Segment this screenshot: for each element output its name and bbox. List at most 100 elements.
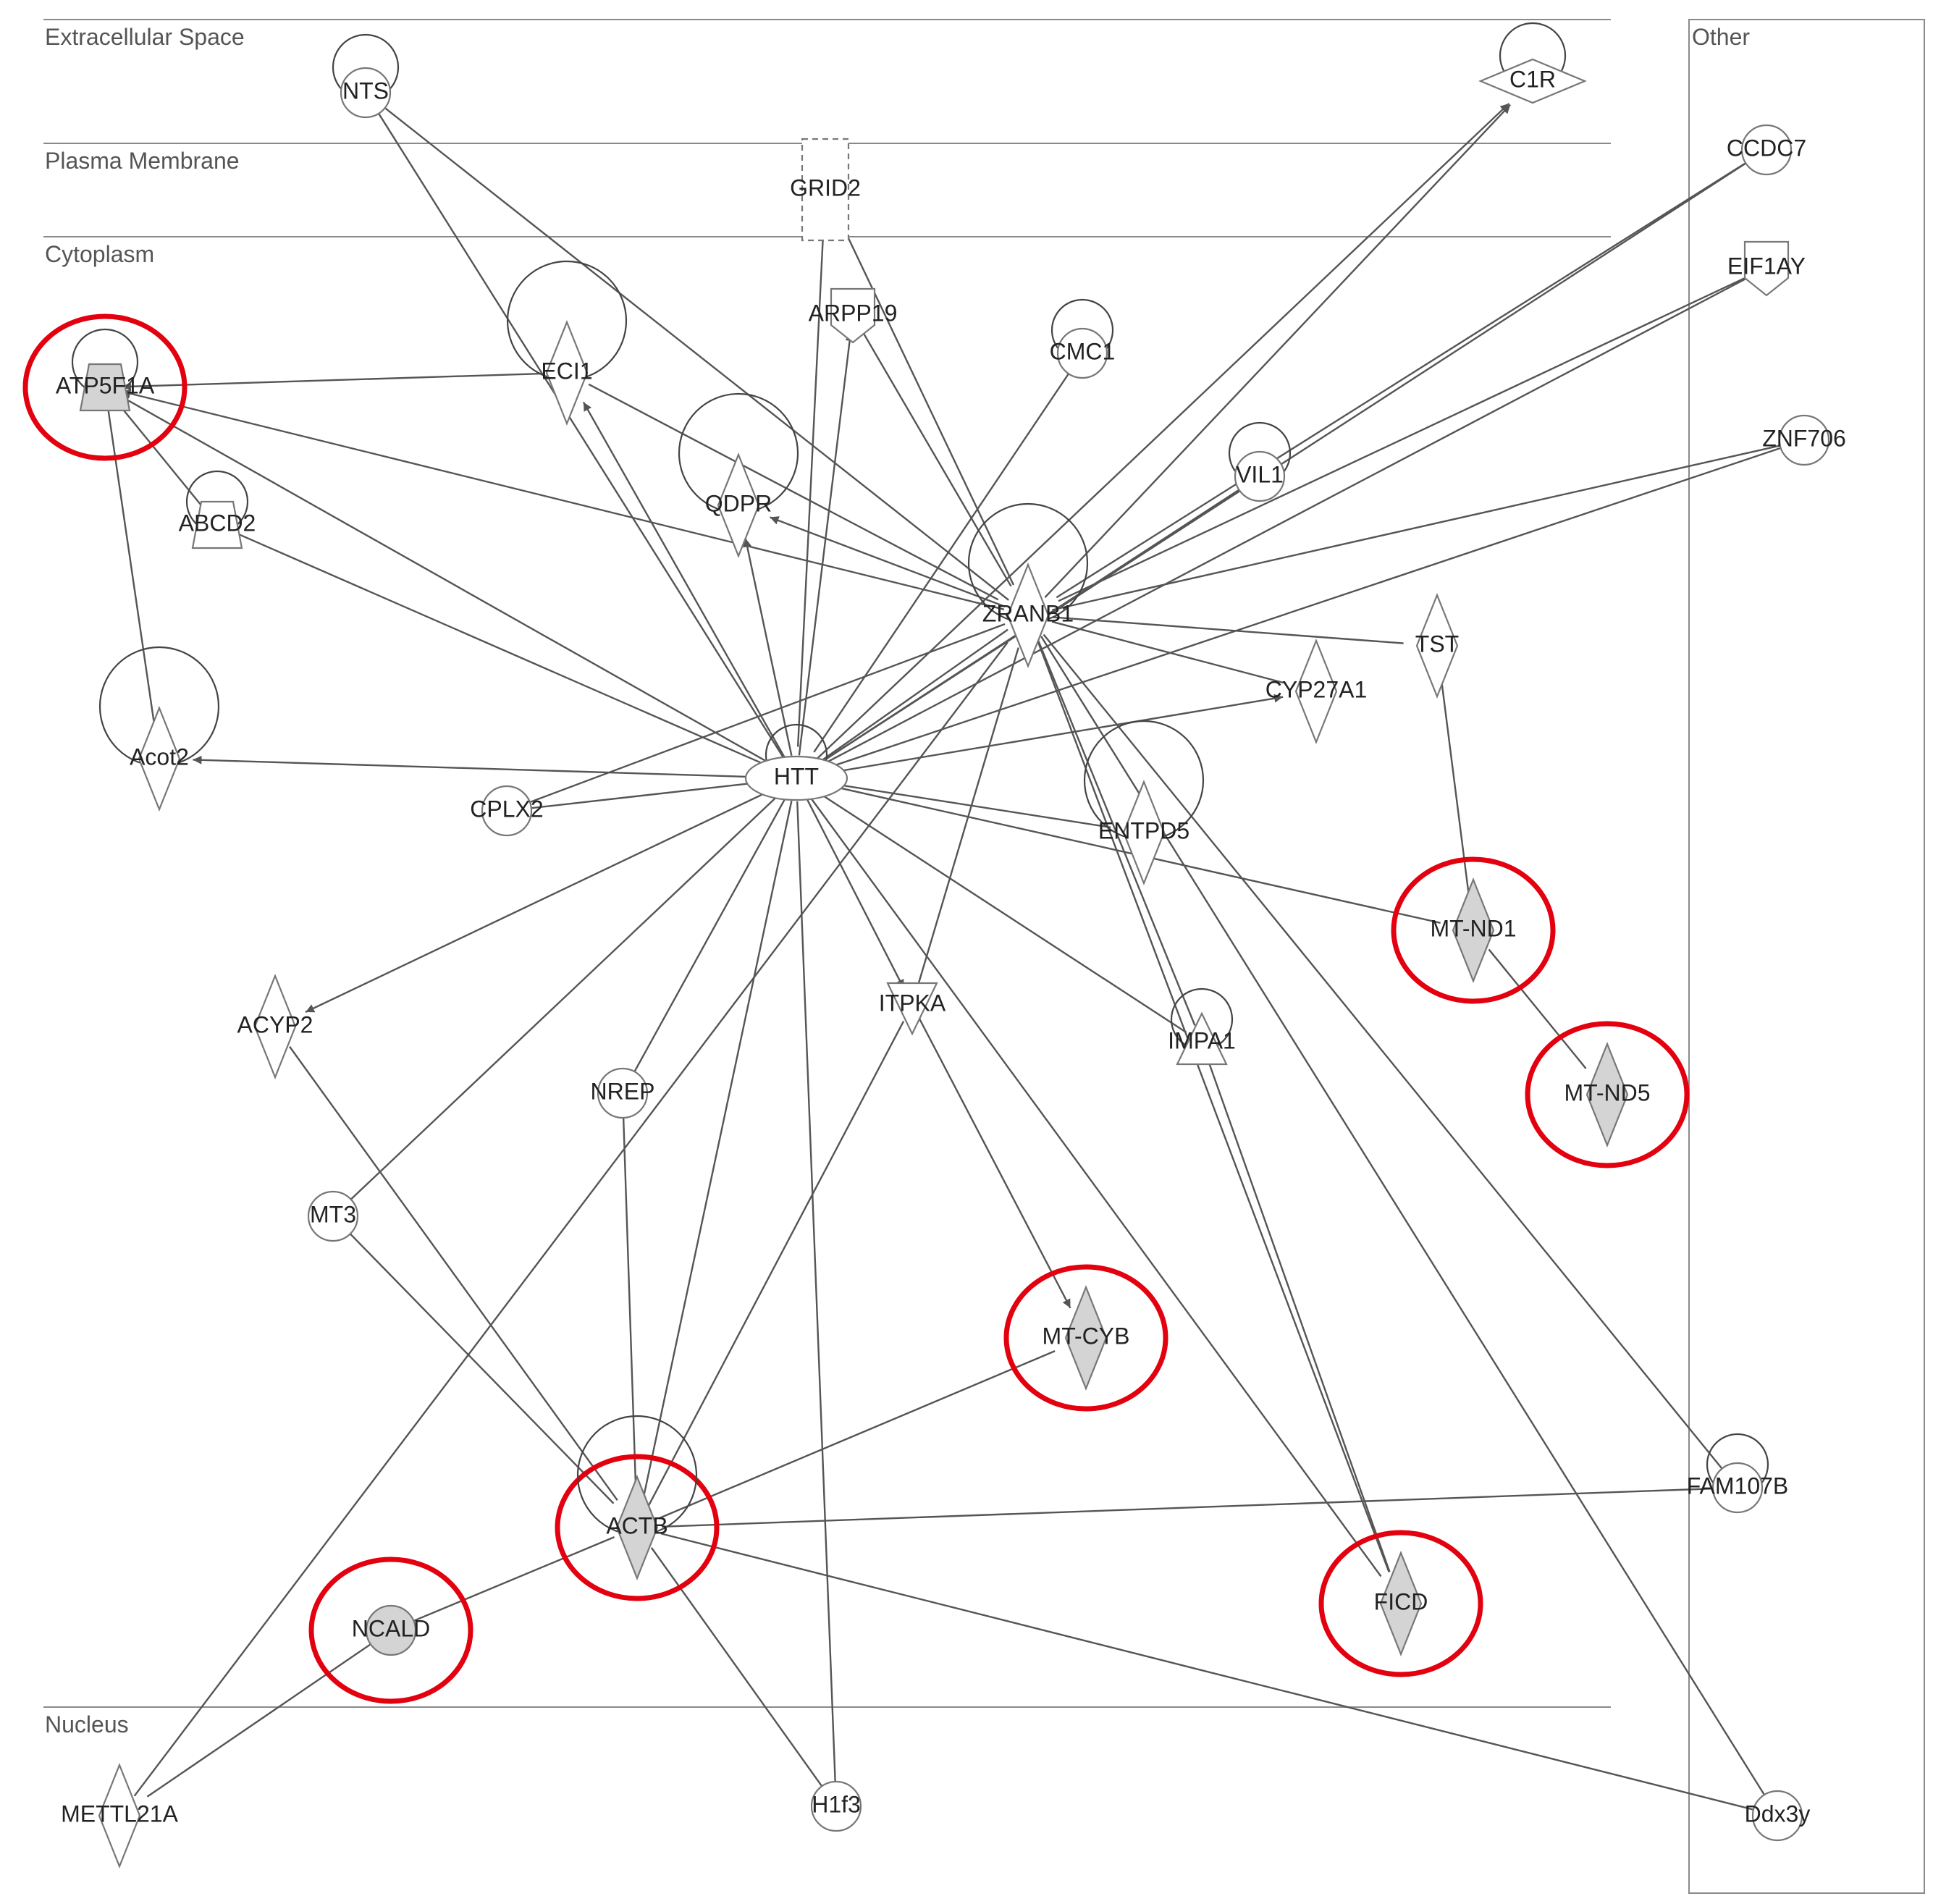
node-znf706[interactable]: ZNF706: [1762, 414, 1846, 466]
node-htt[interactable]: HTT: [744, 723, 848, 801]
node-acot2[interactable]: Acot2: [98, 646, 220, 812]
node-atp5f1a[interactable]: ATP5F1A: [56, 328, 155, 412]
node-ficd[interactable]: FICD: [1374, 1551, 1428, 1656]
edge-htt-itpka: [806, 798, 905, 989]
edge-htt-h1f3: [796, 801, 837, 1790]
node-shape: [1234, 450, 1286, 502]
node-eci1[interactable]: ECI1: [506, 260, 628, 426]
edge-abcd2-htt: [228, 528, 768, 767]
node-label: ITPKA: [879, 990, 946, 1016]
edge-zranb1-htt: [821, 628, 1008, 761]
node-cyp27a1[interactable]: CYP27A1: [1265, 639, 1368, 744]
node-label: GRID2: [790, 174, 861, 201]
edge-actb-fam107b: [662, 1487, 1722, 1528]
node-zranb1[interactable]: ZRANB1: [967, 502, 1089, 668]
edge-htt-ficd: [809, 796, 1382, 1577]
edge-abcd2-atp5f1a: [115, 400, 210, 516]
node-label: ARPP19: [809, 300, 898, 326]
edge-htt-c1r: [812, 103, 1510, 763]
node-ncald[interactable]: NCALD: [352, 1604, 430, 1656]
edge-zranb1-nts: [377, 101, 1009, 601]
node-shape: [1176, 1011, 1228, 1066]
node-fam107b[interactable]: FAM107B: [1687, 1433, 1789, 1514]
node-mt-nd5[interactable]: MT-ND5: [1564, 1042, 1651, 1147]
node-impa1[interactable]: IMPA1: [1168, 987, 1236, 1066]
node-label: IMPA1: [1168, 1027, 1236, 1053]
edge-eif1ay-htt: [823, 273, 1756, 764]
edge-cmc1-htt: [813, 363, 1077, 753]
node-label: NCALD: [352, 1615, 430, 1641]
node-ccdc7[interactable]: CCDC7: [1727, 124, 1806, 176]
edge-eci1-zranb1: [588, 383, 999, 601]
node-label: ACYP2: [237, 1011, 313, 1037]
edge-actb-h1f3: [650, 1547, 827, 1794]
edge-htt-acyp2: [305, 787, 776, 1014]
edge-actb-mt-cyb: [659, 1349, 1056, 1519]
node-label: ZNF706: [1762, 425, 1846, 451]
edge-zranb1-atp5f1a: [122, 389, 1005, 610]
node-mt-cyb[interactable]: MT-CYB: [1043, 1285, 1130, 1391]
node-cplx2[interactable]: CPLX2: [470, 785, 544, 837]
edge-zranb1-znf706: [1051, 441, 1789, 611]
highlight-ring-ficd: [1318, 1530, 1483, 1677]
edge-impa1-ficd: [1205, 1055, 1391, 1572]
node-mt3[interactable]: MT3: [307, 1190, 359, 1242]
edge-zranb1-impa1: [1036, 638, 1196, 1026]
edge-zranb1-tst: [1052, 616, 1404, 644]
compartment-dividers: [43, 19, 1925, 1894]
node-c1r[interactable]: C1R: [1478, 22, 1587, 104]
node-shape: [1740, 124, 1793, 176]
node-entpd5[interactable]: ENTPD5: [1083, 720, 1205, 885]
edge-htt-qdpr: [743, 538, 793, 757]
node-itpka[interactable]: ITPKA: [879, 982, 946, 1036]
node-shape: [253, 974, 297, 1079]
edge-htt-nts: [373, 106, 786, 759]
section-label-cytoplasm: Cytoplasm: [45, 241, 154, 267]
node-nts[interactable]: NTS: [332, 33, 400, 119]
node-shape: [1056, 327, 1108, 379]
node-arpp19[interactable]: ARPP19: [809, 287, 898, 344]
edge-htt-arpp19: [798, 332, 854, 756]
node-vil1[interactable]: VIL1: [1228, 421, 1292, 502]
node-label: ECI1: [541, 358, 592, 384]
node-label: C1R: [1509, 66, 1556, 92]
node-mettl21a[interactable]: METTL21A: [61, 1763, 179, 1869]
node-label: TST: [1415, 631, 1459, 657]
edge-itpka-zranb1: [915, 647, 1019, 993]
edge-ncald-mettl21a: [146, 1636, 382, 1798]
node-shape: [717, 452, 760, 558]
node-shape: [1585, 1042, 1629, 1147]
highlight-ring-layer: [22, 313, 1690, 1704]
node-label: QDPR: [705, 490, 772, 516]
node-grid2[interactable]: GRID2: [790, 138, 861, 242]
highlight-ring-actb: [555, 1454, 720, 1601]
highlight-ring-mt-nd5: [1525, 1021, 1690, 1168]
edge-mt-nd1-mt-nd5: [1488, 948, 1587, 1069]
highlight-ring-ncald: [308, 1557, 473, 1704]
node-h1f3[interactable]: H1f3: [810, 1780, 862, 1832]
node-shape: [1064, 1285, 1108, 1391]
node-mt-nd1[interactable]: MT-ND1: [1430, 877, 1517, 983]
node-ddx3y[interactable]: Ddx3y: [1745, 1790, 1811, 1842]
edge-zranb1-cplx2: [521, 623, 1006, 806]
edge-zranb1-cyp27a1: [1051, 620, 1284, 684]
node-eif1ay[interactable]: EIF1AY: [1727, 240, 1806, 297]
node-label: ABCD2: [179, 510, 256, 536]
node-shape: [191, 500, 243, 549]
edge-htt-cplx2: [523, 780, 774, 813]
node-abcd2[interactable]: ABCD2: [179, 470, 256, 549]
node-shape: [1751, 1790, 1803, 1842]
node-label: ENTPD5: [1098, 817, 1189, 843]
node-shape: [307, 1190, 359, 1242]
node-acyp2[interactable]: ACYP2: [237, 974, 313, 1079]
edge-htt-mt-nd1: [818, 782, 1441, 924]
node-shape: [98, 1763, 141, 1869]
node-cmc1[interactable]: CMC1: [1050, 298, 1116, 379]
node-actb[interactable]: ACTB: [576, 1415, 698, 1580]
node-nrep[interactable]: NREP: [591, 1067, 655, 1119]
node-tst[interactable]: TST: [1415, 593, 1459, 699]
node-label: MT-ND1: [1430, 915, 1516, 941]
node-qdpr[interactable]: QDPR: [678, 392, 799, 558]
node-shape: [1778, 414, 1830, 466]
